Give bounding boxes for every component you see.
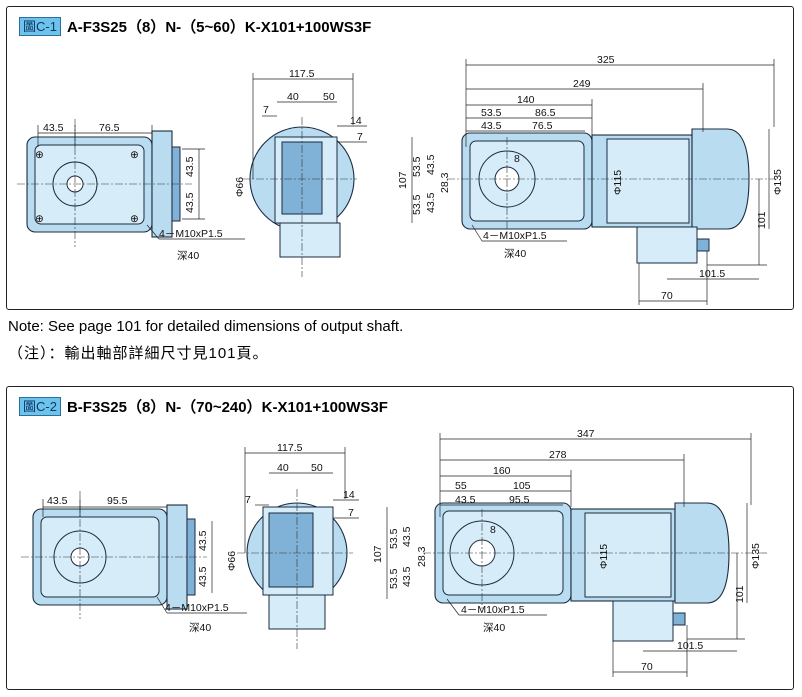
c2-front-dim-h1: 43.5 — [197, 530, 209, 551]
figure-c2-model: B-F3S25（8）N-（70~240）K-X101+100WS3F — [66, 399, 388, 416]
figure-c1-title-row: 圖C-1 A-F3S25（8）N-（5~60）K-X101+100WS3F — [19, 16, 371, 37]
c1-side-dim-7a: 7 — [263, 104, 269, 116]
c1-motor-depth-note: 深40 — [504, 248, 526, 260]
c1-motor-dim-8: 8 — [514, 153, 520, 165]
c2-motor-depth-note: 深40 — [483, 622, 505, 634]
figure-c2-title-row: 圖C-2 B-F3S25（8）N-（70~240）K-X101+100WS3F — [19, 396, 388, 417]
c1-side-dim-width: 117.5 — [289, 68, 315, 80]
c1-side-dim-14: 14 — [350, 115, 362, 127]
figure-c1-tag: 圖C-1 — [19, 17, 61, 36]
c1-motor-dim-249: 249 — [573, 78, 591, 90]
c1-front-view: ⊕ ⊕ ⊕ ⊕ 43.5 76.5 43.5 43.5 4－M10xP1.5 深40 — [17, 119, 245, 262]
c1-motor-dim-phi135: Φ135 — [772, 169, 784, 195]
figure-c2-drawing: 43.5 95.5 43.5 43.5 4－M10xP1.5 深40 117.5… — [21, 428, 767, 677]
c2-motor-v-43-5b: 43.5 — [401, 566, 413, 587]
svg-text:⊕: ⊕ — [130, 213, 139, 225]
c2-motor-dim-70: 70 — [641, 661, 653, 673]
figure-c1-model: A-F3S25（8）N-（5~60）K-X101+100WS3F — [66, 19, 372, 36]
figure-c2-panel: 圖C-2 B-F3S25（8）N-（70~240）K-X101+100WS3F … — [6, 386, 794, 690]
c2-motor-dim-107: 107 — [372, 545, 384, 563]
c2-motor-v-28-3: 28.3 — [416, 546, 428, 567]
c2-motor-v-43-5a: 43.5 — [401, 526, 413, 547]
c2-motor-dim-phi115: Φ115 — [598, 544, 610, 569]
c2-motor-v-53-5a: 53.5 — [388, 528, 400, 549]
c1-side-dim-50: 50 — [323, 91, 335, 103]
c2-motor-dim-55: 55 — [455, 480, 467, 492]
c1-front-dim-h1: 43.5 — [184, 156, 196, 177]
c2-motor-dim-278: 278 — [549, 449, 567, 461]
c1-front-dim-a: 43.5 — [43, 122, 64, 134]
c2-front-depth-note: 深40 — [189, 622, 211, 634]
svg-text:⊕: ⊕ — [130, 149, 139, 161]
c1-motor-v-53-5a: 53.5 — [411, 156, 423, 177]
c1-front-bolt-note: 4－M10xP1.5 — [159, 228, 223, 240]
c2-motor-dim-101: 101 — [734, 585, 746, 603]
c2-motor-dim-101-5: 101.5 — [677, 640, 703, 652]
c2-side-view: 117.5 40 50 7 14 7 Φ66 — [226, 442, 359, 649]
c2-motor-dim-43-5: 43.5 — [455, 494, 476, 506]
c2-motor-v-53-5b: 53.5 — [388, 568, 400, 589]
c1-motor-v-28-3: 28.3 — [439, 172, 451, 193]
c2-front-bolt-note: 4－M10xP1.5 — [165, 602, 229, 614]
c1-front-depth-note: 深40 — [177, 250, 199, 262]
c2-motor-dim-8: 8 — [490, 524, 496, 536]
c2-side-dim-14: 14 — [343, 489, 355, 501]
c1-motor-bolt-note: 4－M10xP1.5 — [483, 230, 547, 242]
c1-motor-dim-101-5: 101.5 — [699, 268, 725, 280]
c2-side-dim-50: 50 — [311, 462, 323, 474]
svg-text:⊕: ⊕ — [35, 149, 44, 161]
c1-side-view: 117.5 40 50 7 14 7 Φ66 — [234, 68, 367, 277]
c1-side-dim-dia: Φ66 — [234, 177, 246, 197]
c2-motor-view: 347 278 160 55 105 43.5 95.5 107 53.5 53… — [372, 428, 767, 677]
c1-motor-dim-53-5: 53.5 — [481, 107, 502, 119]
c2-side-dim-7a: 7 — [245, 494, 251, 506]
c1-motor-view: 325 249 140 53.5 86.5 43.5 76.5 107 53.5… — [397, 54, 784, 305]
c1-motor-dim-101: 101 — [756, 211, 768, 229]
c1-motor-v-43-5b: 43.5 — [425, 192, 437, 213]
note-english: Note: See page 101 for detailed dimensio… — [8, 318, 404, 335]
figure-c2-tag: 圖C-2 — [19, 397, 61, 416]
c2-front-view: 43.5 95.5 43.5 43.5 4－M10xP1.5 深40 — [21, 491, 247, 634]
c1-motor-dim-43-5: 43.5 — [481, 120, 502, 132]
c2-motor-dim-95-5: 95.5 — [509, 494, 530, 506]
c1-side-dim-7b: 7 — [357, 131, 363, 143]
c2-motor-bolt-note: 4－M10xP1.5 — [461, 604, 525, 616]
note-chinese: （注）：輸出軸部詳細尺寸見101頁。 — [8, 345, 269, 362]
c1-motor-dim-76-5: 76.5 — [532, 120, 553, 132]
c1-front-dim-h2: 43.5 — [184, 192, 196, 213]
svg-text:⊕: ⊕ — [35, 213, 44, 225]
figure-c1-drawing: ⊕⊕⊕⊕ 43.5 76.5 43.5 43.5 4－M10xP1.5 深40 … — [17, 54, 784, 305]
c2-front-dim-h2: 43.5 — [197, 566, 209, 587]
c1-front-dim-b: 76.5 — [99, 122, 120, 134]
c1-motor-v-43-5a: 43.5 — [425, 154, 437, 175]
c2-motor-dim-160: 160 — [493, 465, 511, 477]
c2-front-dim-a: 43.5 — [47, 495, 68, 507]
c1-side-dim-40: 40 — [287, 91, 299, 103]
c1-motor-dim-107: 107 — [397, 171, 409, 189]
c2-motor-dim-105: 105 — [513, 480, 531, 492]
c2-motor-dim-phi135: Φ135 — [750, 543, 762, 569]
c1-motor-dim-86-5: 86.5 — [535, 107, 556, 119]
c2-front-dim-b: 95.5 — [107, 495, 128, 507]
c2-side-dim-7b: 7 — [348, 507, 354, 519]
c1-motor-dim-140: 140 — [517, 94, 535, 106]
c1-motor-dim-phi115: Φ115 — [612, 170, 624, 195]
figure-c1-panel: 圖C-1 A-F3S25（8）N-（5~60）K-X101+100WS3F ⊕⊕… — [6, 6, 794, 310]
c1-motor-dim-total: 325 — [597, 54, 615, 66]
c1-motor-v-53-5b: 53.5 — [411, 194, 423, 215]
c1-motor-dim-70: 70 — [661, 290, 673, 302]
c2-side-dim-40: 40 — [277, 462, 289, 474]
c2-side-dim-dia: Φ66 — [226, 551, 238, 571]
c2-side-dim-width: 117.5 — [277, 442, 303, 454]
c2-motor-dim-total: 347 — [577, 428, 595, 440]
